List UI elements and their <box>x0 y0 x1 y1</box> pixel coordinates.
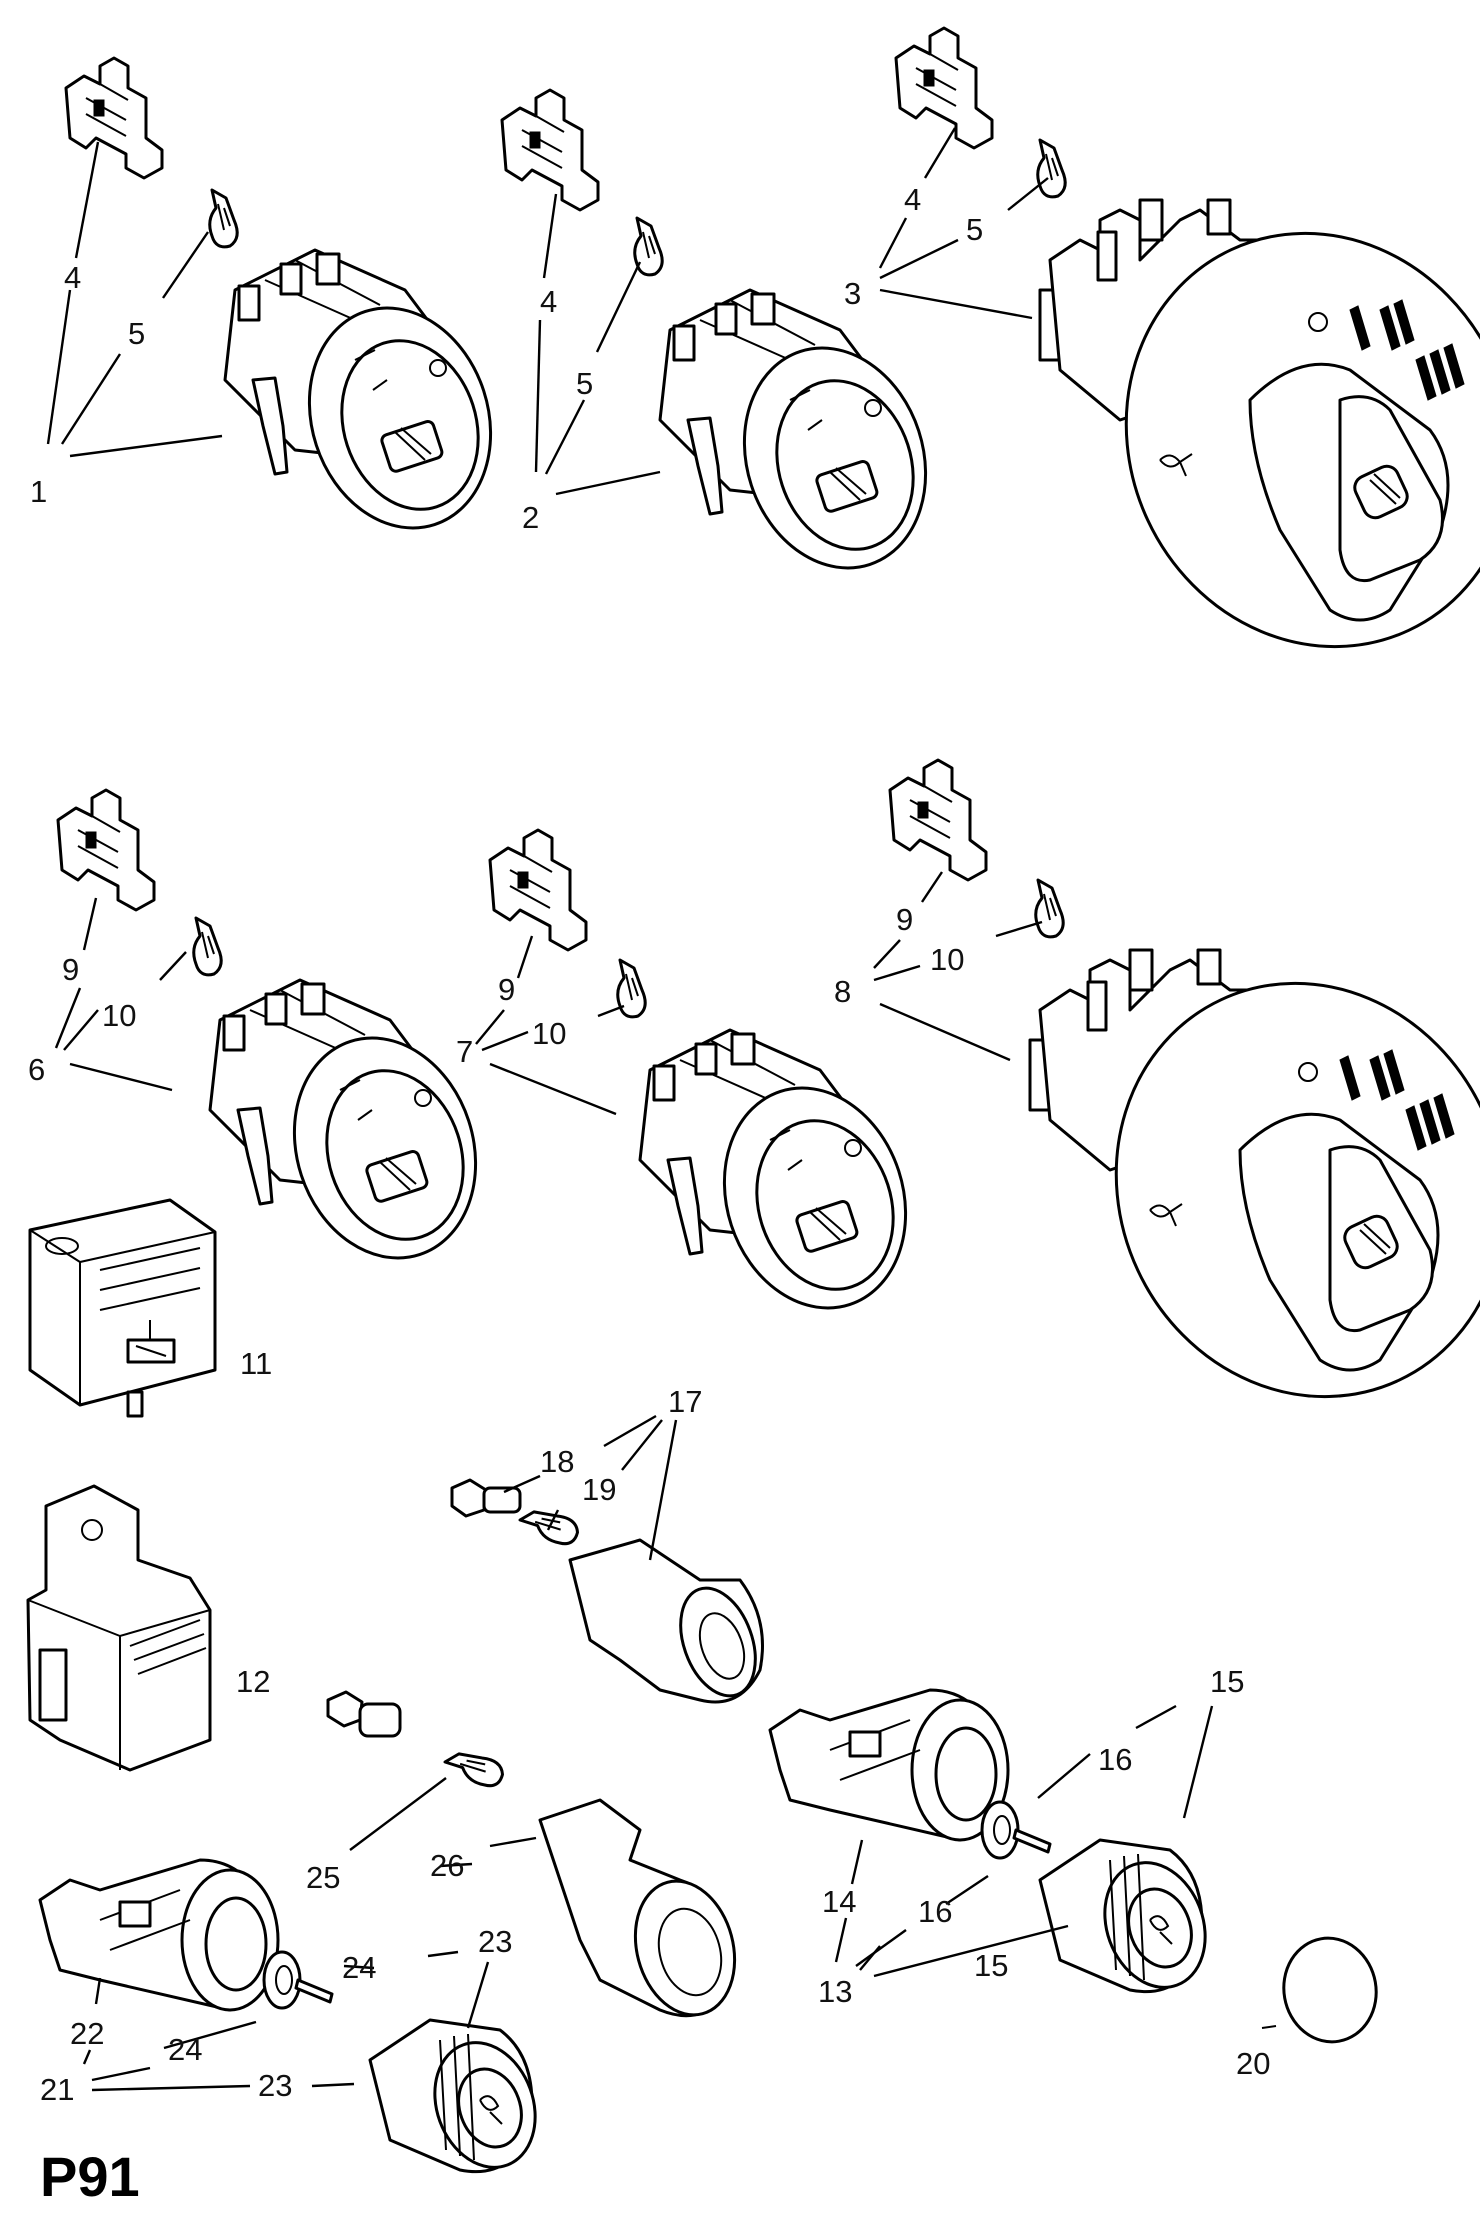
leader-lines <box>46 127 1214 2092</box>
callout-11: 11 <box>240 1346 272 1381</box>
callout-24-a: 24 <box>342 1950 376 1985</box>
lighter-knob-15 <box>1038 1838 1224 2004</box>
callout-3: 3 <box>844 276 861 311</box>
rotary-switch-8 <box>1028 917 1480 1463</box>
callout-16-b: 16 <box>918 1894 952 1929</box>
bulb-10b <box>616 958 647 1019</box>
callout-5-c: 5 <box>966 212 983 247</box>
callout-4-b: 4 <box>540 284 557 319</box>
callout-8: 8 <box>834 974 851 1009</box>
switch-7 <box>638 1028 935 1334</box>
callout-20: 20 <box>1236 2046 1270 2081</box>
relay-12 <box>26 1484 212 1772</box>
callout-25: 25 <box>306 1860 340 1895</box>
callout-9-c: 9 <box>896 902 913 937</box>
callout-18: 18 <box>540 1444 574 1479</box>
switch-6 <box>208 978 505 1284</box>
callout-15-a: 15 <box>1210 1664 1244 1699</box>
connector-9b <box>488 828 588 952</box>
bulb-10c <box>1034 878 1065 939</box>
rotary-switch-3 <box>1038 167 1480 713</box>
callout-6: 6 <box>28 1052 45 1087</box>
callout-14: 14 <box>822 1884 856 1919</box>
callout-9-a: 9 <box>62 952 79 987</box>
cap-20 <box>1261 1936 1378 2044</box>
callout-labels: 1 2 3 4 4 4 5 5 5 6 7 8 9 9 9 10 10 10 1… <box>28 182 1270 2107</box>
callout-7: 7 <box>456 1034 473 1069</box>
washer-24 <box>262 1950 334 2010</box>
callout-5-b: 5 <box>576 366 593 401</box>
callout-5-a: 5 <box>128 316 145 351</box>
callout-26: 26 <box>430 1848 464 1883</box>
callout-2: 2 <box>522 500 539 535</box>
connector-4b <box>500 88 600 212</box>
connector-9c <box>888 758 988 882</box>
callout-24-b: 24 <box>168 2032 202 2067</box>
bulb-holder-18 <box>450 1478 522 1518</box>
page-code: P91 <box>40 2145 140 2208</box>
callout-21: 21 <box>40 2072 74 2107</box>
callout-22: 22 <box>70 2016 104 2051</box>
callout-23-b: 23 <box>258 2068 292 2103</box>
lighter-knob-23 <box>368 2018 554 2184</box>
callout-19: 19 <box>582 1472 616 1507</box>
socket-17 <box>568 1538 764 1704</box>
connector-4 <box>64 56 164 180</box>
bulb-holder-25 <box>326 1690 402 1738</box>
switch-1 <box>223 248 520 554</box>
callout-16-a: 16 <box>1098 1742 1132 1777</box>
relay-11 <box>28 1198 217 1418</box>
callout-17: 17 <box>668 1384 702 1419</box>
lighter-socket-14 <box>768 1688 1010 1842</box>
connector-9 <box>56 788 156 912</box>
callout-4-c: 4 <box>904 182 921 217</box>
callout-9-b: 9 <box>498 972 515 1007</box>
callout-10-c: 10 <box>930 942 964 977</box>
bulb-5c <box>1036 138 1067 199</box>
callout-15-b: 15 <box>974 1948 1008 1983</box>
callout-4-a: 4 <box>64 260 81 295</box>
socket-26 <box>538 1798 737 2018</box>
bulb-26 <box>442 1738 509 1794</box>
switch-2 <box>658 288 955 594</box>
bulb-10 <box>192 916 223 977</box>
callout-23-a: 23 <box>478 1924 512 1959</box>
callout-13: 13 <box>818 1974 852 2009</box>
lighter-socket-22 <box>38 1858 280 2012</box>
callout-1: 1 <box>30 474 47 509</box>
bulb-5 <box>208 188 239 249</box>
callout-10-a: 10 <box>102 998 136 1033</box>
connector-4c <box>894 26 994 150</box>
callout-10-b: 10 <box>532 1016 566 1051</box>
callout-12: 12 <box>236 1664 270 1699</box>
washer-16 <box>980 1800 1052 1860</box>
